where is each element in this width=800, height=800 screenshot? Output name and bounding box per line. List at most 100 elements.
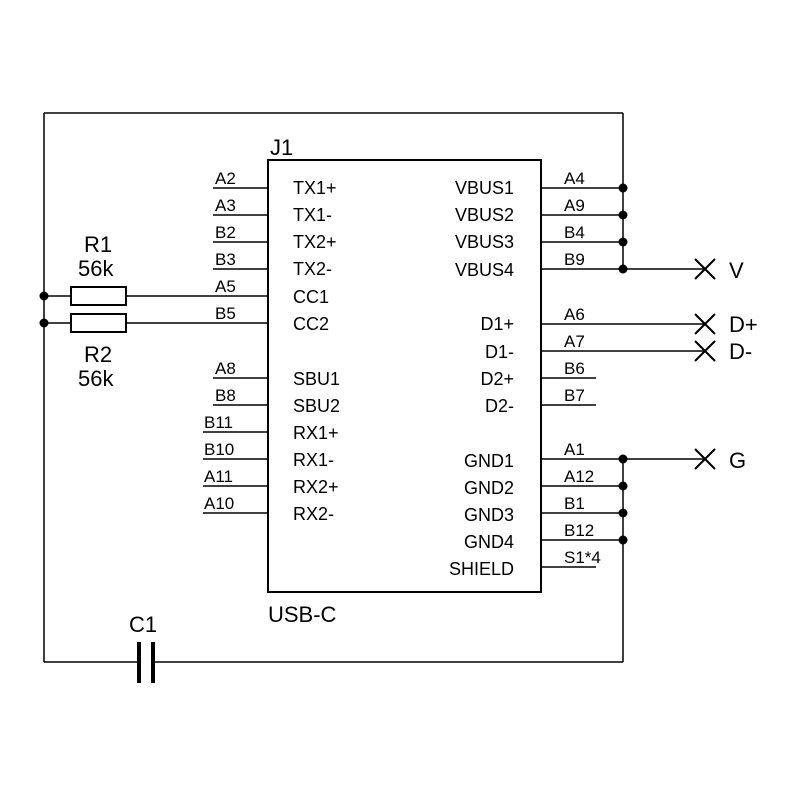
pin-number: B5 bbox=[215, 304, 236, 323]
x-mark bbox=[694, 448, 716, 470]
pin-number: A11 bbox=[204, 467, 233, 486]
pin-name: TX2- bbox=[293, 259, 332, 279]
right-pin-S1: S1*4 SHIELD bbox=[449, 548, 601, 579]
capacitor-ref: C1 bbox=[129, 612, 157, 637]
pin-name: VBUS2 bbox=[455, 205, 514, 225]
pin-name: D1- bbox=[485, 342, 514, 362]
pin-number: A10 bbox=[204, 494, 234, 513]
pin-name: TX1- bbox=[293, 205, 332, 225]
left-pin-A10: A10 RX2- bbox=[203, 494, 334, 524]
junction-dot bbox=[618, 183, 628, 193]
resistor-ref: R2 bbox=[84, 342, 112, 367]
resistor-body bbox=[70, 313, 127, 333]
net-label: V bbox=[729, 258, 744, 283]
right-pin-A6: A6 D1+ bbox=[480, 305, 596, 334]
pin-name: VBUS1 bbox=[455, 178, 514, 198]
right-pin-A4: A4 VBUS1 bbox=[455, 169, 623, 198]
pin-number: B11 bbox=[204, 413, 233, 432]
net-label: D+ bbox=[729, 312, 758, 337]
net-vbus: V bbox=[623, 258, 744, 283]
pin-name: RX2- bbox=[293, 504, 334, 524]
pin-name: SBU1 bbox=[293, 369, 340, 389]
right-pin-B7: B7 D2- bbox=[485, 386, 596, 416]
pin-number: A5 bbox=[215, 277, 236, 296]
left-pin-B10: B10 RX1- bbox=[203, 440, 334, 470]
pin-number: B8 bbox=[215, 386, 236, 405]
right-pin-B9: B9 VBUS4 bbox=[455, 250, 623, 280]
pin-name: RX1+ bbox=[293, 423, 339, 443]
resistor-value: 56k bbox=[78, 256, 114, 281]
right-pin-B1: B1 GND3 bbox=[464, 494, 623, 525]
connector-ref: J1 bbox=[270, 135, 293, 160]
pin-number: A2 bbox=[215, 169, 236, 188]
left-pin-B2: B2 TX2+ bbox=[213, 223, 337, 252]
left-pin-B5: B5 CC2 bbox=[215, 304, 329, 334]
resistor-r2: R2 56k bbox=[44, 313, 268, 391]
net-dminus: D- bbox=[596, 339, 752, 364]
capacitor-c1: C1 bbox=[129, 612, 157, 683]
resistor-ref: R1 bbox=[84, 232, 112, 257]
pin-name: VBUS3 bbox=[455, 232, 514, 252]
pin-number: B2 bbox=[215, 223, 236, 242]
pin-number: B12 bbox=[564, 521, 594, 540]
pin-name: VBUS4 bbox=[455, 260, 514, 280]
net-label: G bbox=[729, 448, 746, 473]
right-pin-B6: B6 D2+ bbox=[480, 359, 596, 389]
pin-name: SHIELD bbox=[449, 559, 514, 579]
left-pin-A11: A11 RX2+ bbox=[203, 467, 339, 497]
pin-number: A12 bbox=[564, 467, 594, 486]
pin-number: B4 bbox=[564, 223, 585, 242]
junction-dot bbox=[618, 508, 628, 518]
net-label: D- bbox=[729, 339, 752, 364]
x-mark bbox=[694, 258, 716, 280]
pin-name: D2+ bbox=[480, 369, 514, 389]
right-pin-B4: B4 VBUS3 bbox=[455, 223, 623, 252]
pin-number: B10 bbox=[204, 440, 234, 459]
pin-name: CC1 bbox=[293, 287, 329, 307]
right-pin-A1: A1 GND1 bbox=[464, 440, 623, 471]
pin-name: CC2 bbox=[293, 314, 329, 334]
pin-name: TX2+ bbox=[293, 232, 337, 252]
x-mark bbox=[694, 313, 716, 335]
pin-number: S1*4 bbox=[564, 548, 601, 567]
pin-number: B3 bbox=[215, 250, 236, 269]
pin-number: A3 bbox=[215, 196, 236, 215]
left-pin-B11: B11 RX1+ bbox=[203, 413, 339, 443]
pin-name: GND3 bbox=[464, 505, 514, 525]
junction-dot bbox=[618, 237, 628, 247]
pin-number: B6 bbox=[564, 359, 585, 378]
left-pin-A5: A5 CC1 bbox=[215, 277, 329, 307]
pin-name: SBU2 bbox=[293, 396, 340, 416]
left-pin-A2: A2 TX1+ bbox=[213, 169, 337, 198]
right-pin-A7: A7 D1- bbox=[485, 332, 596, 362]
pin-number: A7 bbox=[564, 332, 585, 351]
right-pin-A9: A9 VBUS2 bbox=[455, 196, 623, 225]
connector-value: USB-C bbox=[268, 602, 337, 627]
pin-name: D1+ bbox=[480, 314, 514, 334]
pin-name: GND4 bbox=[464, 532, 514, 552]
net-gnd: G bbox=[623, 448, 746, 473]
resistor-body bbox=[70, 286, 127, 306]
net-dplus: D+ bbox=[596, 312, 758, 337]
pin-name: RX1- bbox=[293, 450, 334, 470]
pin-name: TX1+ bbox=[293, 178, 337, 198]
left-pin-A8: A8 SBU1 bbox=[213, 359, 340, 389]
junction-dot bbox=[618, 210, 628, 220]
x-mark bbox=[694, 340, 716, 362]
left-pin-B3: B3 TX2- bbox=[213, 250, 332, 279]
pin-number: B7 bbox=[564, 386, 585, 405]
resistor-r1: R1 56k bbox=[44, 232, 268, 306]
junction-dot bbox=[618, 481, 628, 491]
pin-number: A1 bbox=[564, 440, 585, 459]
left-pin-A3: A3 TX1- bbox=[213, 196, 332, 225]
pin-number: A6 bbox=[564, 305, 585, 324]
right-pin-A12: A12 GND2 bbox=[464, 467, 623, 498]
pin-number: A9 bbox=[564, 196, 585, 215]
pin-name: D2- bbox=[485, 396, 514, 416]
pin-number: B9 bbox=[564, 250, 585, 269]
pin-number: A8 bbox=[215, 359, 236, 378]
pin-number: B1 bbox=[564, 494, 585, 513]
connector-body bbox=[267, 159, 542, 593]
right-pin-B12: B12 GND4 bbox=[464, 521, 623, 552]
